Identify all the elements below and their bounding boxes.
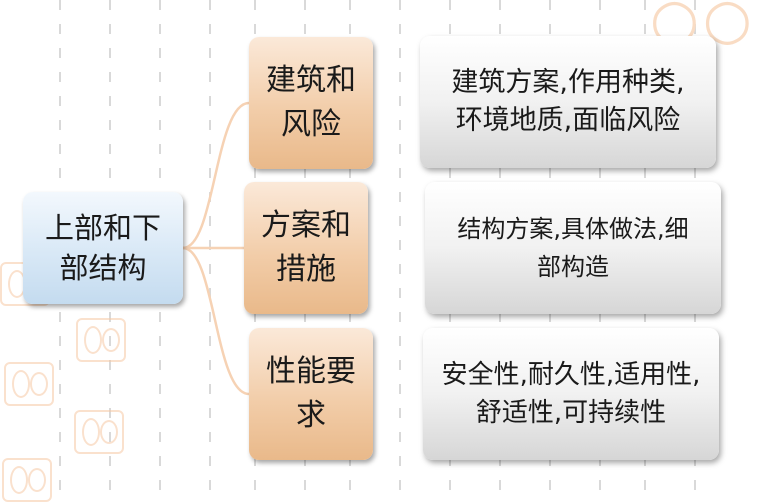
detail-2-line1: 结构方案,具体做法,细: [457, 215, 689, 243]
root-label-line2: 部结构: [59, 251, 147, 285]
detail-1-line2: 环境地质,面临风险: [455, 105, 681, 136]
category-2-line1: 方案和: [261, 208, 351, 243]
detail-node-1: 建筑方案,作用种类, 环境地质,面临风险: [420, 36, 716, 168]
root-label-line1: 上部和下: [44, 211, 161, 245]
category-2-line2: 措施: [276, 252, 336, 287]
detail-node-3: 安全性,耐久性,适用性, 舒适性,可持续性: [423, 328, 719, 460]
decorative-seal-4: [74, 410, 124, 454]
category-1-line1: 建筑和: [266, 63, 356, 98]
detail-3-line2: 舒适性,可持续性: [475, 398, 667, 428]
decorative-seal-2: [76, 318, 126, 362]
detail-1-line1: 建筑方案,作用种类,: [451, 67, 685, 98]
detail-3-line1: 安全性,耐久性,适用性,: [441, 360, 701, 390]
category-3-line2: 求: [296, 398, 326, 433]
connector-to-branch-1: [182, 101, 250, 250]
category-node-1: 建筑和 风险: [249, 37, 373, 169]
category-1-line2: 风险: [281, 107, 341, 142]
category-node-2: 方案和 措施: [244, 182, 368, 314]
decorative-seal-3: [4, 362, 54, 406]
connector-to-branch-3: [182, 246, 250, 396]
detail-node-2: 结构方案,具体做法,细 部构造: [425, 182, 721, 314]
category-3-line1: 性能要: [266, 354, 356, 389]
root-node: 上部和下 部结构: [23, 192, 183, 304]
detail-2-line2: 部构造: [536, 253, 609, 281]
category-node-3: 性能要 求: [249, 328, 373, 460]
